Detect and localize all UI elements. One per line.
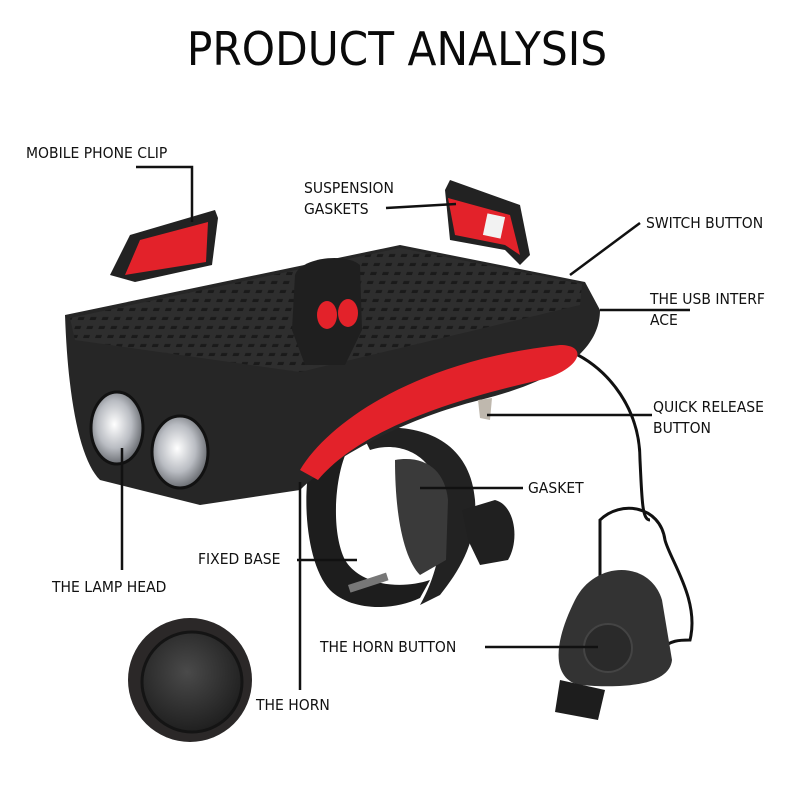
leader-suspension-gaskets [385,202,457,210]
page-title: PRODUCT ANALYSIS [186,22,608,76]
label-switch-button: SWITCH BUTTON [646,214,764,232]
horn-button-remote [555,506,694,720]
label-horn: THE HORN [256,696,330,714]
phone-clip-right [445,180,530,265]
label-usb-interface-line2: ACE [650,311,678,329]
label-mobile-phone-clip: MOBILE PHONE CLIP [26,144,168,162]
leader-mobile-phone-clip [136,165,194,222]
label-quick-release-line2: BUTTON [653,419,711,437]
red-side-stripe [300,345,578,480]
leader-switch-button [569,221,641,277]
lamp-left [89,390,145,466]
label-lamp-head: THE LAMP HEAD [52,578,167,596]
label-horn-button: THE HORN BUTTON [320,638,457,656]
phone-clip-left [110,210,218,282]
label-fixed-base: FIXED BASE [198,550,281,568]
label-suspension-gaskets-line2: GASKETS [304,200,369,218]
horn-part [128,618,252,742]
center-clip [292,257,362,365]
label-gasket: GASKET [528,479,584,497]
label-quick-release-line1: QUICK RELEASE [653,398,764,416]
label-usb-interface-line1: THE USB INTERF [650,290,765,308]
red-button-1 [317,301,337,329]
label-suspension-gaskets-line1: SUSPENSION [304,179,394,197]
red-button-2 [338,299,358,327]
leader-lines [120,165,690,690]
lamp-right [150,414,210,490]
